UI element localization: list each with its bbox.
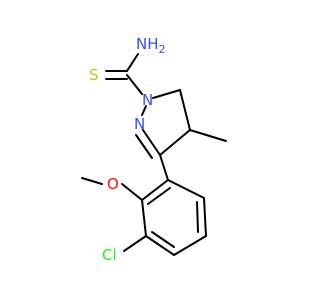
bond-ph-inner-3 (196, 201, 199, 233)
bond-ph-cl (123, 235, 147, 252)
bond-c-n1 (126, 74, 143, 95)
bond-n1-ch2 (152, 89, 181, 99)
bond-ph-1 (141, 179, 169, 201)
atom-n2: N (134, 115, 145, 133)
bond-ph-6 (167, 179, 205, 199)
bond-ph-o (121, 183, 143, 201)
bond-ch-c3 (159, 129, 191, 156)
bond-o-ch3 (81, 177, 103, 185)
atom-labels: NH2 S N N O Cl (89, 35, 166, 264)
bond-c3-n2-b (135, 134, 153, 159)
bond-c3-phenyl (159, 154, 169, 181)
bond-ph-2 (141, 199, 147, 237)
bonds (81, 53, 227, 256)
atom-o: O (107, 175, 119, 193)
molecule-structure: NH2 S N N O Cl (81, 35, 227, 264)
atom-s: S (89, 66, 99, 84)
molecule-canvas: NH2 S N N O Cl (81, 35, 227, 264)
atom-nh2: NH2 (136, 35, 166, 56)
bond-c3-n2-a (142, 129, 161, 156)
bond-ch2-ch (179, 89, 191, 131)
bond-ph-inner-1 (147, 187, 171, 205)
bond-ch-methyl (189, 129, 227, 142)
bond-c-nh2 (126, 53, 139, 72)
atom-n1: N (142, 91, 153, 109)
bond-ph-inner-2 (151, 231, 175, 248)
bond-n2-n1 (141, 105, 147, 116)
bond-ph-3 (145, 235, 175, 256)
bond-ph-5 (203, 197, 207, 237)
bond-ph-4 (173, 235, 207, 256)
atom-cl: Cl (102, 246, 117, 264)
